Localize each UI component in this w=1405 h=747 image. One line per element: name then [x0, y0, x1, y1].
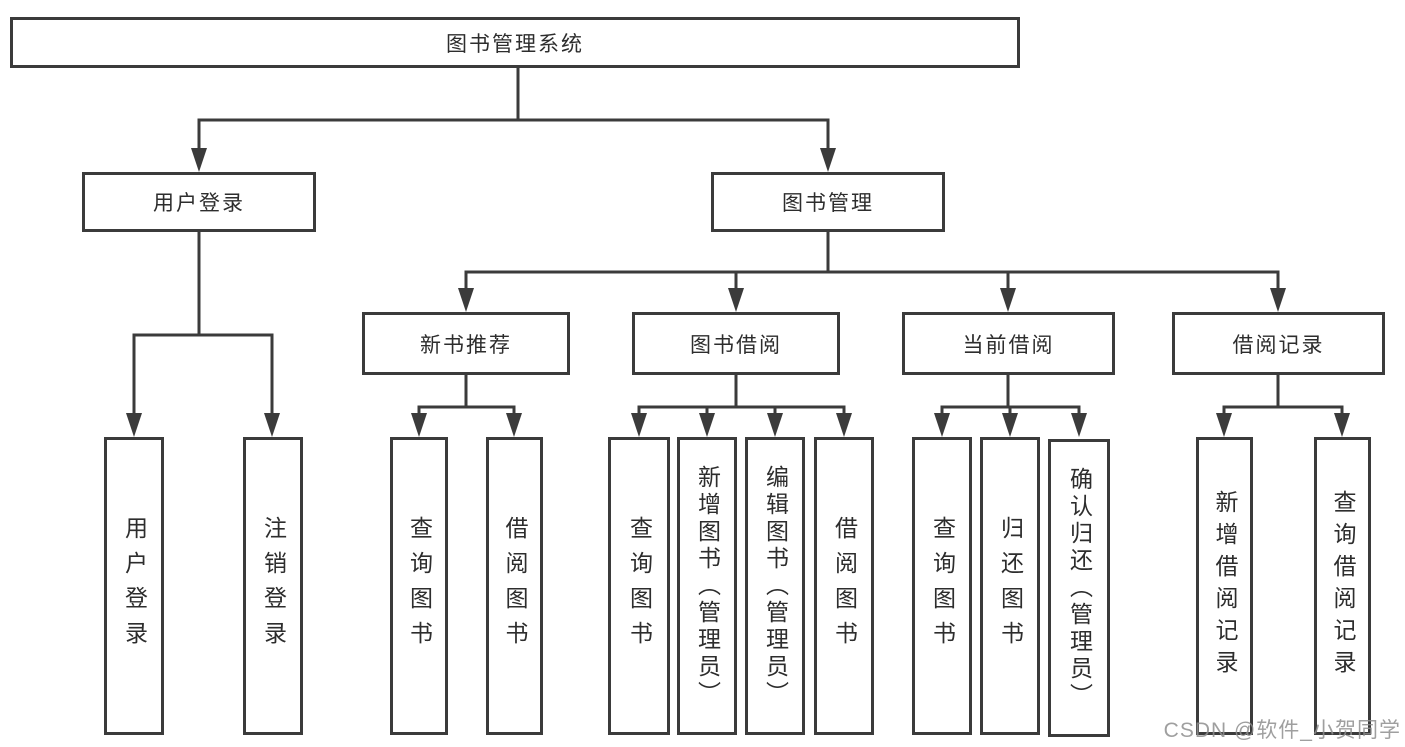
arrowhead: [1071, 413, 1087, 437]
arrowhead: [728, 288, 744, 312]
arrowhead: [1002, 413, 1018, 437]
node-label: 用户登录: [153, 192, 245, 215]
leaf-query-books: 查询图书: [912, 437, 972, 735]
connector-userlogin-to-leaves: [132, 232, 274, 417]
leaf-add-borrow-record: 新增借阅记录: [1196, 437, 1253, 735]
leaf-borrow-books: 借阅图书: [486, 437, 543, 735]
arrowhead: [506, 413, 522, 437]
node-label: 图书管理: [782, 192, 874, 215]
node-book-management: 图书管理: [711, 172, 945, 232]
node-label: 图书借阅: [690, 333, 782, 357]
node-label: 图书管理系统: [446, 32, 584, 56]
arrowhead: [1334, 413, 1350, 437]
connector-bookborrow-to-leaves: [637, 375, 846, 417]
leaf-user-login: 用户登录: [104, 437, 164, 735]
node-label: 注销登录: [260, 516, 287, 656]
connector-root-to-level2: [197, 68, 830, 152]
arrowhead: [631, 413, 647, 437]
node-label: 归还图书: [997, 516, 1024, 656]
node-label: 借阅记录: [1232, 333, 1325, 357]
node-library-management-system: 图书管理系统: [10, 17, 1020, 68]
node-new-book-recommendation: 新书推荐: [362, 312, 570, 375]
node-label: 查询借阅记录: [1330, 490, 1356, 682]
connector-bookmgmt-to-level3: [464, 232, 1280, 292]
node-label: 当前借阅: [962, 333, 1055, 357]
node-label: 借阅图书: [502, 516, 528, 656]
node-label: 新增借阅记录: [1212, 490, 1238, 682]
arrowhead: [458, 288, 474, 312]
node-label: 查询图书: [929, 516, 956, 656]
arrowhead: [191, 148, 207, 172]
node-label: 查询图书: [406, 516, 433, 656]
arrowhead: [1216, 413, 1232, 437]
leaf-add-books-admin: 新增图书（管理员）: [677, 437, 737, 735]
arrowhead: [1000, 288, 1016, 312]
arrowhead: [767, 413, 783, 437]
node-label: 编辑图书（管理员）: [762, 464, 789, 708]
leaf-return-books: 归还图书: [980, 437, 1040, 735]
leaf-query-books: 查询图书: [390, 437, 448, 735]
arrowhead: [126, 413, 142, 437]
arrowhead: [820, 148, 836, 172]
connector-currentborrow-to-leaves: [940, 375, 1081, 417]
leaf-query-books: 查询图书: [608, 437, 670, 735]
node-label: 新增图书（管理员）: [694, 464, 721, 708]
node-label: 查询图书: [626, 516, 653, 656]
node-borrowing-records: 借阅记录: [1172, 312, 1385, 375]
node-label: 新书推荐: [420, 333, 512, 357]
leaf-edit-books-admin: 编辑图书（管理员）: [745, 437, 805, 735]
node-current-borrowing: 当前借阅: [902, 312, 1115, 375]
arrowhead: [411, 413, 427, 437]
node-label: 确认归还（管理员）: [1066, 466, 1093, 710]
node-label: 用户登录: [121, 516, 148, 656]
leaf-confirm-return-admin: 确认归还（管理员）: [1048, 439, 1110, 737]
node-label: 借阅图书: [831, 516, 858, 656]
leaf-query-borrow-record: 查询借阅记录: [1314, 437, 1371, 735]
arrowhead: [1270, 288, 1286, 312]
arrowhead: [934, 413, 950, 437]
leaf-borrow-books: 借阅图书: [814, 437, 874, 735]
arrowhead: [264, 413, 280, 437]
leaf-logout: 注销登录: [243, 437, 303, 735]
arrowhead: [699, 413, 715, 437]
arrowheads: [126, 148, 1350, 437]
watermark: CSDN @软件_小贺同学: [1163, 719, 1401, 742]
arrowhead: [836, 413, 852, 437]
node-book-borrowing: 图书借阅: [632, 312, 840, 375]
node-user-login: 用户登录: [82, 172, 316, 232]
connector-borrowrecord-to-leaves: [1222, 375, 1344, 417]
connector-newbook-to-leaves: [417, 375, 516, 417]
